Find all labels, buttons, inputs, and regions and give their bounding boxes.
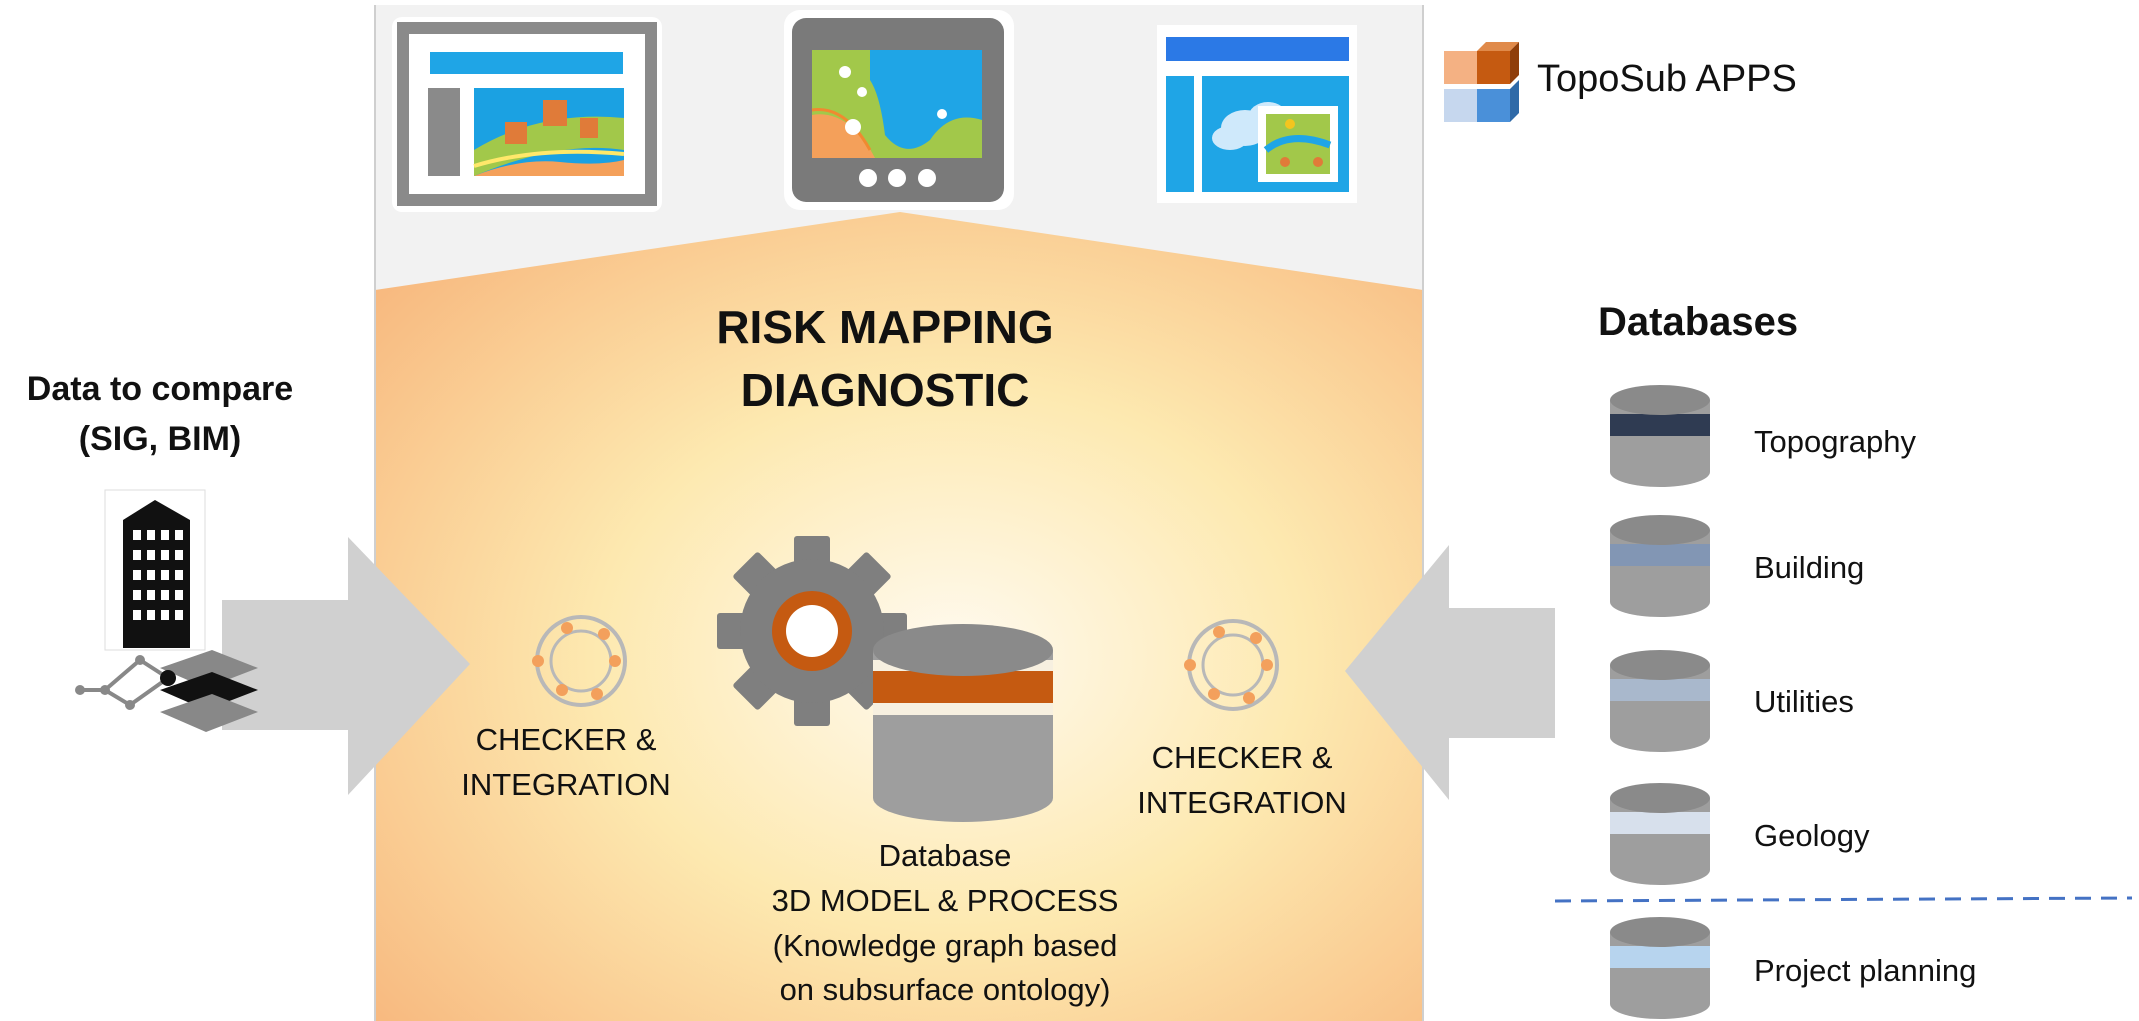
tablet-map-app-icon (784, 10, 1014, 210)
checker-icon-right (1184, 619, 1279, 711)
db-label-project-planning: Project planning (1754, 953, 1977, 988)
risk-title-line2: DIAGNOSTIC (740, 364, 1030, 416)
central-database-icon (873, 624, 1053, 822)
db-caption-line4: on subsurface ontology) (779, 972, 1111, 1007)
checker-right-line1: CHECKER & (1151, 740, 1333, 775)
db-utilities-icon (1610, 650, 1710, 752)
gear-icon (717, 536, 907, 726)
db-label-utilities: Utilities (1754, 684, 1854, 719)
db-label-geology: Geology (1754, 818, 1870, 853)
risk-title-line1: RISK MAPPING (716, 301, 1054, 353)
db-caption-line2: 3D MODEL & PROCESS (771, 883, 1119, 918)
db-divider (1554, 896, 2133, 903)
db-project-planning-icon (1610, 917, 1710, 1019)
web-map-app-icon (392, 17, 662, 212)
building-bim-icon (75, 489, 258, 732)
db-geology-icon (1610, 783, 1710, 885)
dashboard-app-icon (1157, 25, 1357, 203)
left-input-arrow (222, 537, 470, 795)
toposub-logo (1444, 42, 1519, 122)
db-topography-icon (1610, 385, 1710, 487)
db-caption-line3: (Knowledge graph based (772, 928, 1118, 963)
apps-title: TopoSub APPS (1537, 58, 1797, 100)
db-label-building: Building (1754, 550, 1865, 585)
checker-left-line2: INTEGRATION (461, 767, 671, 802)
databases-title: Databases (1598, 300, 1799, 344)
right-input-arrow (1345, 545, 1555, 800)
db-label-topography: Topography (1754, 424, 1917, 459)
db-caption-line1: Database (878, 838, 1012, 873)
checker-right-line2: INTEGRATION (1137, 785, 1347, 820)
left-panel-title-line2: (SIG, BIM) (78, 420, 242, 458)
checker-icon-left (532, 615, 627, 707)
left-panel-title-line1: Data to compare (26, 370, 294, 408)
checker-left-line1: CHECKER & (475, 722, 657, 757)
db-building-icon (1610, 515, 1710, 617)
